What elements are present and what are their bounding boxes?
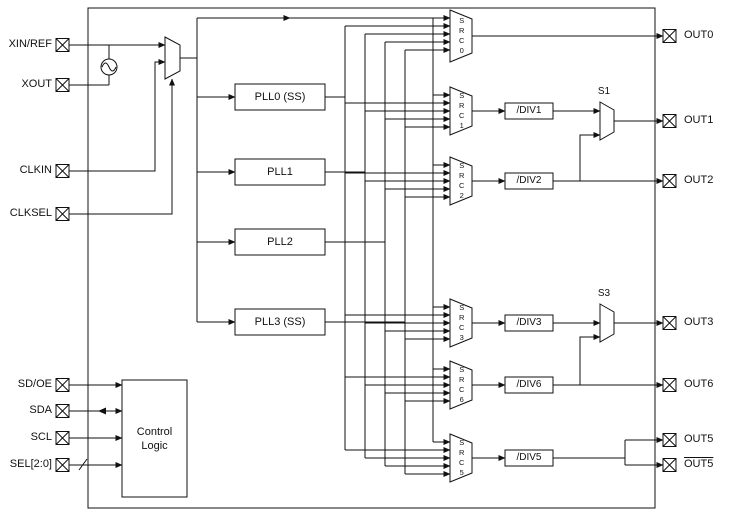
clock-bus-wires: [325, 18, 434, 474]
pin-label-out6: OUT6: [684, 378, 714, 390]
pll2-label: PLL2: [267, 236, 293, 248]
src0-label: SRC0: [457, 16, 467, 56]
src2-label: SRC2: [457, 161, 467, 201]
s1-label: S1: [597, 86, 611, 97]
src3-mux: [449, 298, 473, 348]
s3-mux: [599, 303, 615, 343]
s3-label: S3: [597, 288, 611, 299]
src6-mux: [449, 360, 473, 410]
pin-box-sd-oe: [55, 378, 70, 392]
pll-blocks: [234, 83, 326, 336]
pin-box-sda: [55, 404, 70, 418]
sda-bidirectional-arrow: [98, 407, 106, 415]
pll1-label: PLL1: [267, 166, 293, 178]
src6-label: SRC6: [457, 365, 467, 405]
pin-box-clksel: [55, 207, 70, 221]
input-ref-mux: [164, 36, 181, 80]
pin-box-out1: [662, 114, 677, 128]
pin-box-out5b: [662, 458, 677, 472]
pin-label-scl: SCL: [30, 431, 52, 443]
src-muxes: [449, 9, 473, 483]
pll3-block: [234, 308, 326, 336]
pin-label-out5-inverted: OUT5: [684, 458, 714, 470]
control-logic-block: [121, 379, 188, 498]
div2-label: /DIV2: [516, 175, 542, 186]
src5-mux: [449, 433, 473, 483]
src1-mux: [449, 86, 473, 136]
pin-label-clkin: CLKIN: [19, 164, 52, 176]
output-selector-muxes: [599, 101, 615, 343]
chip-boundary: [87, 7, 656, 509]
pll3-label: PLL3 (SS): [254, 316, 306, 328]
s1-mux: [599, 101, 615, 141]
pin-label-xout: XOUT: [21, 78, 52, 90]
pin-box-clkin: [55, 164, 70, 178]
pin-box-scl: [55, 431, 70, 445]
div1-label: /DIV1: [516, 105, 542, 116]
divider-blocks: [504, 102, 554, 467]
pll0-label: PLL0 (SS): [254, 91, 306, 103]
pin-label-out0: OUT0: [684, 29, 714, 41]
pin-label-out5: OUT5: [684, 433, 714, 445]
pin-label-sda: SDA: [29, 404, 52, 416]
div6-label: /DIV6: [516, 379, 542, 390]
src2-mux: [449, 156, 473, 206]
pll1-block: [234, 158, 326, 186]
pll0-block: [234, 83, 326, 111]
right-pin-boxes: [662, 29, 677, 472]
reference-trunk-wires: [180, 15, 451, 325]
pin-box-out5: [662, 433, 677, 447]
output-wires: [472, 33, 664, 468]
control-wires: [69, 382, 123, 471]
pin-box-xin-ref: [55, 38, 70, 52]
input-clock-wires: [69, 42, 175, 215]
pin-box-xout: [55, 78, 70, 92]
div3-label: /DIV3: [516, 317, 542, 328]
pin-label-xin-ref: XIN/REF: [8, 38, 52, 50]
pin-label-out3: OUT3: [684, 316, 714, 328]
pin-box-out0: [662, 29, 677, 43]
left-pin-boxes: [55, 38, 70, 472]
pin-box-out3: [662, 316, 677, 330]
pin-label-clksel: CLKSEL: [9, 207, 52, 219]
pin-label-out2: OUT2: [684, 174, 714, 186]
crystal-oscillator-icon: [100, 45, 118, 85]
bus-width-slash: [78, 458, 88, 471]
src0-mux: [449, 9, 473, 63]
src5-label: SRC5: [457, 438, 467, 478]
src1-label: SRC1: [457, 91, 467, 131]
pin-box-sel20: [55, 458, 70, 472]
pin-label-out1: OUT1: [684, 114, 714, 126]
pin-label-sd-oe: SD/OE: [17, 378, 52, 390]
control-logic-label: Control Logic: [136, 425, 173, 452]
div5-label: /DIV5: [516, 452, 542, 463]
pin-label-sel20: SEL[2:0]: [9, 458, 52, 470]
pin-box-out2: [662, 174, 677, 188]
pin-box-out6: [662, 378, 677, 392]
src3-label: SRC3: [457, 303, 467, 343]
src-mux-input-wires: [345, 23, 451, 477]
